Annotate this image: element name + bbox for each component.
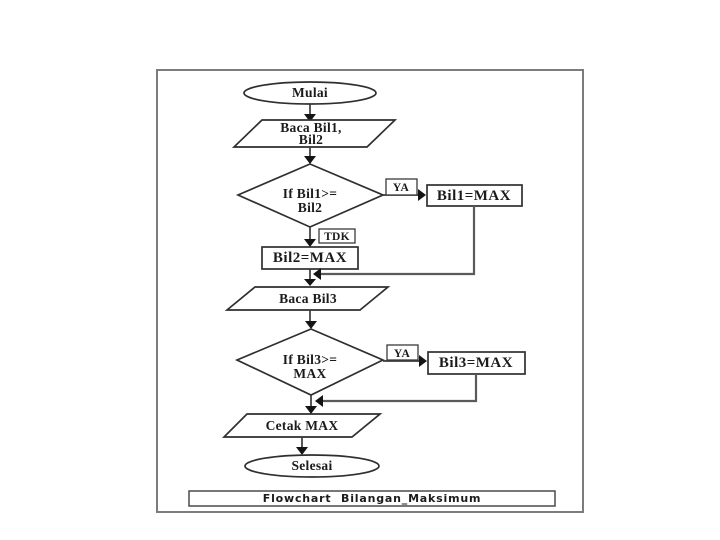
io-read-bil3-label: Baca Bil3 bbox=[279, 291, 337, 306]
decision-if-bil1-line1: If Bil1>= bbox=[283, 186, 337, 201]
edge-process3-return bbox=[323, 374, 478, 403]
io-print-max-label: Cetak MAX bbox=[266, 418, 339, 433]
edge-label-box-ya1 bbox=[385, 178, 418, 196]
process-bil1-max-label: Bil1=MAX bbox=[437, 188, 511, 204]
arrowhead-down-icon bbox=[304, 156, 316, 164]
arrowhead-down-icon bbox=[304, 279, 316, 286]
io-read-bil1-bil2-line1: Baca Bil1, bbox=[280, 120, 342, 135]
edge-label-ya1: YA bbox=[393, 182, 410, 194]
flowchart-diagram: Mulai Baca Bil1, Bil2 If Bil1>= Bil2 YA … bbox=[188, 81, 556, 507]
io-print-max bbox=[221, 413, 383, 438]
decision-if-bil1-line2: Bil2 bbox=[298, 200, 322, 215]
arrowhead-down-icon bbox=[304, 239, 316, 247]
caption-title: Flowchart Bilangan_Maksimum bbox=[263, 492, 481, 505]
arrowhead-right-icon bbox=[419, 355, 427, 367]
edge-process1-return bbox=[321, 206, 476, 276]
process-bil2-max-label: Bil2=MAX bbox=[273, 250, 347, 266]
arrowhead-left-icon bbox=[313, 268, 321, 280]
caption-box bbox=[188, 490, 556, 507]
arrowhead-down-icon bbox=[305, 321, 317, 329]
arrowhead-left-icon bbox=[315, 395, 323, 407]
io-read-bil3 bbox=[224, 286, 391, 311]
arrowhead-down-icon bbox=[304, 114, 316, 122]
terminator-end bbox=[244, 454, 380, 478]
terminator-start-label: Mulai bbox=[292, 85, 328, 100]
io-read-bil1-bil2 bbox=[231, 119, 398, 148]
decision-if-bil3-line1: If Bil3>= bbox=[283, 352, 337, 367]
arrowhead-down-icon bbox=[296, 447, 308, 455]
terminator-end-label: Selesai bbox=[291, 458, 332, 473]
flowchart-frame: Mulai Baca Bil1, Bil2 If Bil1>= Bil2 YA … bbox=[156, 69, 584, 513]
decision-if-bil3-line2: MAX bbox=[293, 366, 326, 381]
edge-label-ya2: YA bbox=[394, 348, 411, 360]
arrowhead-down-icon bbox=[305, 406, 317, 414]
arrowhead-right-icon bbox=[418, 189, 426, 201]
edge-label-box-ya2 bbox=[386, 344, 419, 361]
io-read-bil1-bil2-line2: Bil2 bbox=[299, 132, 323, 147]
process-bil3-max-label: Bil3=MAX bbox=[439, 355, 513, 371]
edge-label-box-tdk bbox=[318, 228, 356, 244]
edge-label-tdk: TDK bbox=[324, 231, 350, 243]
